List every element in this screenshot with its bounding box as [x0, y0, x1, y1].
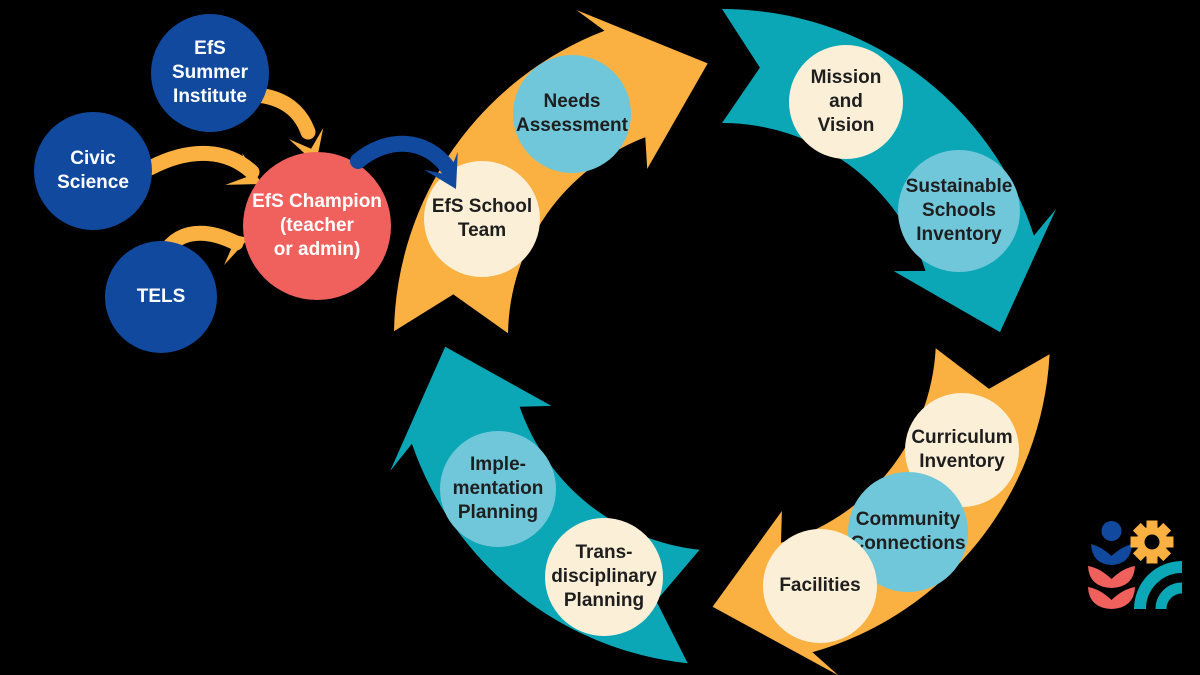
circle-label: Community Connections [850, 508, 966, 554]
circle-label: Needs Assessment [516, 90, 628, 136]
circle-label: Curriculum Inventory [911, 426, 1013, 472]
circle-implementation-planning: Imple- mentation Planning [440, 431, 556, 547]
circle-mission-and-vision: Mission and Vision [789, 45, 903, 159]
logo [1088, 520, 1183, 610]
circle-transdisciplinary-planning: Trans- disciplinary Planning [545, 518, 663, 636]
arrow-champion-to-school-team [350, 135, 458, 189]
circle-efs-summer-institute: EfS Summer Institute [151, 14, 269, 132]
circle-label: Civic Science [57, 147, 129, 193]
circle-facilities: Facilities [763, 529, 877, 643]
logo-arcs-icon [1134, 561, 1183, 610]
circle-needs-assessment: Needs Assessment [513, 55, 631, 173]
circle-label: EfS School Team [431, 195, 533, 241]
circle-label: Sustainable Schools Inventory [905, 175, 1013, 246]
logo-gear-icon [1130, 520, 1174, 564]
circle-curriculum-inventory: Curriculum Inventory [905, 393, 1019, 507]
circle-label: EfS Champion (teacher or admin) [252, 190, 382, 261]
circle-label: Trans- disciplinary Planning [551, 541, 657, 612]
circle-label: Facilities [779, 574, 861, 596]
logo-plant-icon [1088, 566, 1135, 609]
logo-person-icon [1091, 521, 1132, 565]
circle-label: Imple- mentation Planning [452, 453, 544, 524]
arrow-civic-science-to-champion [142, 145, 262, 185]
circle-civic-science: Civic Science [34, 112, 152, 230]
circle-efs-champion: EfS Champion (teacher or admin) [243, 152, 391, 300]
circle-tels: TELS [105, 241, 217, 353]
circle-label: TELS [136, 285, 186, 307]
circle-label: EfS Summer Institute [171, 37, 249, 108]
circle-sustainable-schools-inventory: Sustainable Schools Inventory [898, 150, 1020, 272]
circle-label: Mission and Vision [810, 66, 882, 137]
